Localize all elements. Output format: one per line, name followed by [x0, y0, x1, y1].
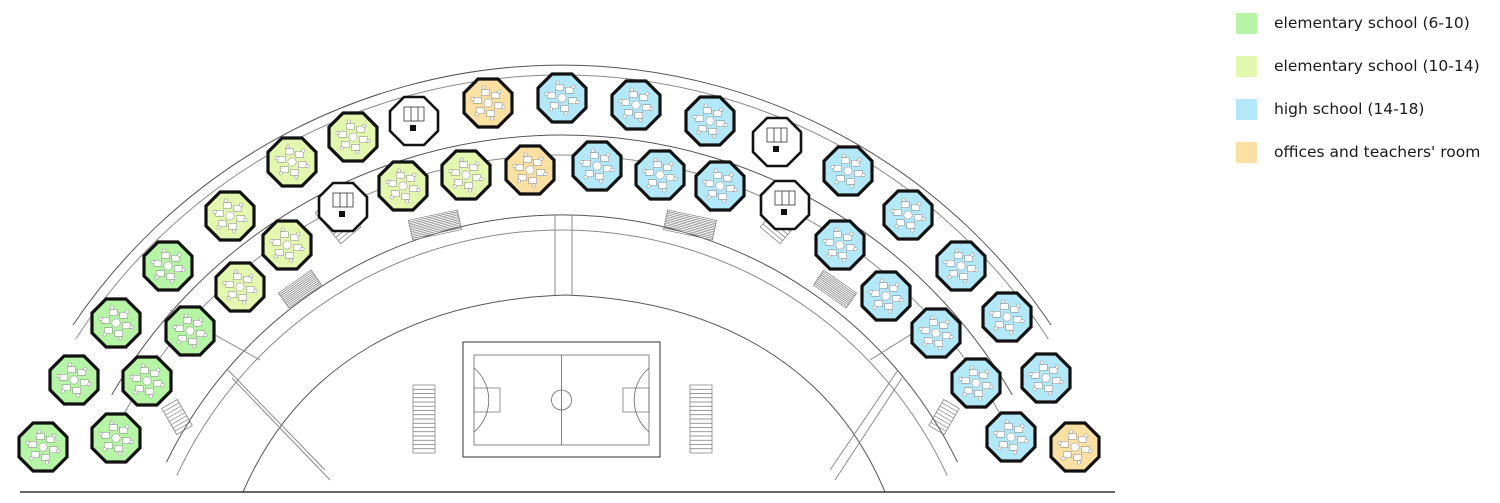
legend-label: high school (14-18): [1274, 100, 1425, 118]
classroom: [121, 355, 173, 407]
legend-item-elementary-10-14: elementary school (10-14): [1236, 55, 1498, 77]
basketball-court: [462, 341, 661, 458]
legend-item-offices: offices and teachers' room: [1236, 141, 1498, 163]
legend-swatch-blue: [1236, 98, 1257, 120]
classroom: [48, 354, 100, 406]
classroom: [694, 160, 746, 212]
classroom: [266, 136, 318, 188]
service-core: [751, 116, 803, 168]
outline-arc: [111, 134, 1013, 396]
legend: elementary school (6-10) elementary scho…: [1236, 12, 1498, 184]
classroom: [610, 79, 662, 131]
classroom: [634, 149, 686, 201]
court-key-right: [622, 387, 650, 413]
classroom: [935, 240, 987, 292]
classroom: [571, 140, 623, 192]
classroom: [261, 219, 313, 271]
legend-label: elementary school (10-14): [1274, 57, 1480, 75]
wall-line: [834, 377, 903, 481]
service-core: [317, 181, 369, 233]
building-outline: [20, 64, 1115, 493]
classroom: [684, 95, 736, 147]
court-three-point-right: [633, 367, 650, 433]
outline-arc: [166, 214, 958, 463]
classroom: [90, 412, 142, 464]
staircase: [812, 269, 858, 309]
inner-ring-rooms: [90, 140, 1037, 464]
service-core: [388, 95, 440, 147]
staircase: [663, 209, 717, 241]
court-key-left: [473, 387, 501, 413]
classroom: [950, 357, 1002, 409]
court-three-point-left: [473, 367, 490, 433]
classroom: [327, 111, 379, 163]
wall-line: [227, 369, 326, 471]
classroom: [17, 421, 69, 473]
legend-item-high-school: high school (14-18): [1236, 98, 1498, 120]
legend-swatch-green: [1236, 12, 1257, 34]
classroom: [814, 219, 866, 271]
classroom: [981, 291, 1033, 343]
classroom: [90, 297, 142, 349]
staircase: [408, 209, 462, 241]
classroom: [536, 72, 588, 124]
wall-line: [231, 377, 331, 481]
service-core: [759, 179, 811, 231]
classroom: [204, 190, 256, 242]
wall-line: [829, 369, 899, 471]
classroom: [440, 149, 492, 201]
classroom: [377, 160, 429, 212]
sports-hall-dome: [242, 294, 886, 493]
staircase: [689, 384, 713, 454]
staircase: [277, 269, 323, 309]
classroom: [985, 411, 1037, 463]
classroom: [822, 145, 874, 197]
staircase: [412, 384, 436, 454]
legend-swatch-lime: [1236, 55, 1257, 77]
classroom: [1020, 352, 1072, 404]
outline-arc: [72, 64, 1052, 326]
classroom: [504, 144, 556, 196]
classroom: [1049, 421, 1101, 473]
classroom: [462, 77, 514, 129]
classroom: [910, 307, 962, 359]
court-frame: [462, 341, 661, 458]
classroom: [214, 261, 266, 313]
outer-ring-rooms: [17, 72, 1101, 473]
classroom: [142, 240, 194, 292]
legend-item-elementary-6-10: elementary school (6-10): [1236, 12, 1498, 34]
classroom: [860, 270, 912, 322]
classroom: [164, 305, 216, 357]
legend-label: offices and teachers' room: [1274, 143, 1481, 161]
outline-arc: [176, 229, 948, 476]
staircase: [161, 399, 193, 435]
legend-label: elementary school (6-10): [1274, 14, 1470, 32]
classroom: [882, 189, 934, 241]
legend-swatch-orange: [1236, 141, 1257, 163]
staircase: [928, 399, 960, 435]
court-centre-circle: [551, 389, 572, 411]
